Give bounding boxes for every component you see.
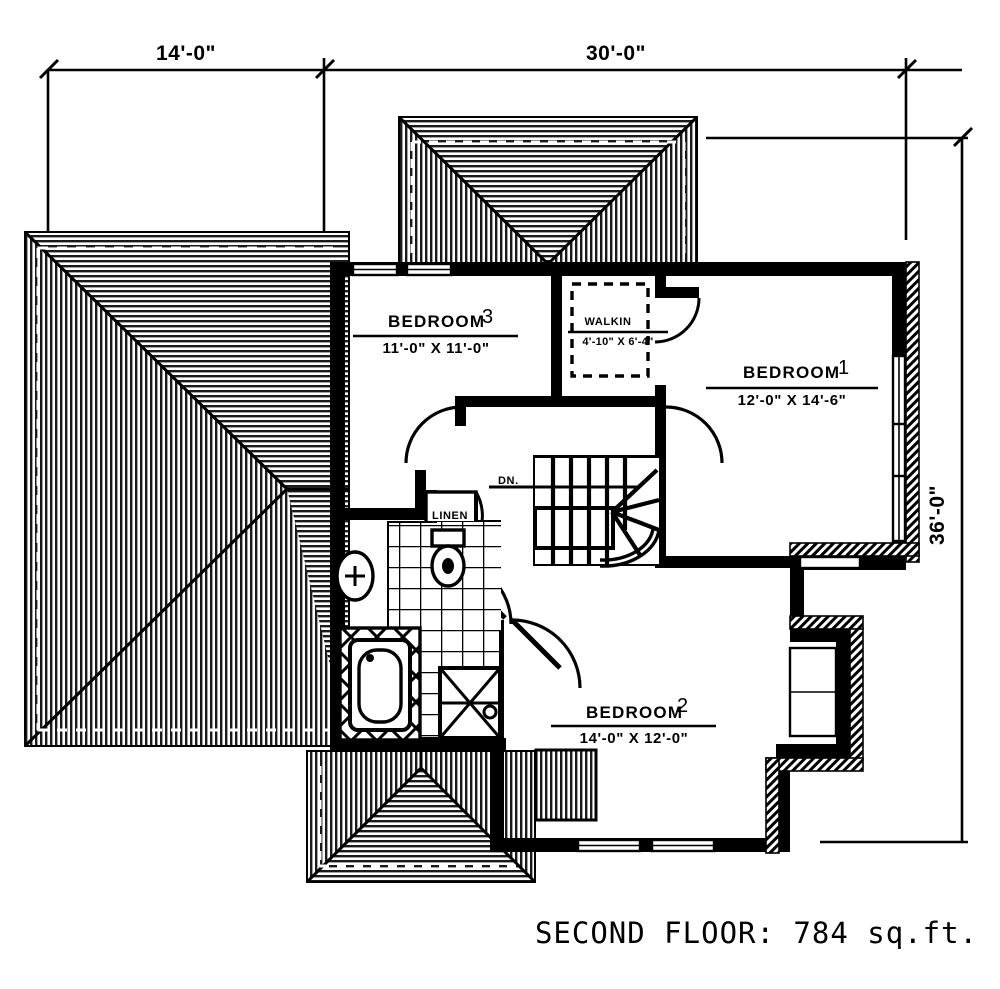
room-label-bedroom-1: BEDROOM 1 12'-0" X 14'-6" — [706, 357, 878, 409]
dimension-line-right — [706, 126, 974, 844]
floor-caption: SECOND FLOOR: 784 sq.ft. — [535, 916, 978, 950]
dimension-line-top — [38, 58, 962, 240]
dim-right-side: 36'-0" — [926, 485, 949, 545]
dim-top-left: 14'-0" — [156, 42, 216, 65]
bedroom-2-number: 2 — [677, 695, 688, 717]
walkin-name: WALKIN — [585, 316, 632, 328]
roof-bottom-right-wing — [534, 748, 598, 822]
roof-left-hip — [24, 231, 350, 747]
dim-top-right: 30'-0" — [586, 42, 646, 65]
corner-shower-fixture — [438, 666, 502, 740]
bedroom-3-number: 3 — [482, 306, 493, 328]
room-label-bedroom-3: BEDROOM 3 11'-0" X 11'-0" — [353, 306, 518, 357]
staircase — [489, 458, 661, 568]
windows — [351, 262, 907, 853]
toilet-fixture — [430, 528, 466, 588]
bedroom-2-size: 14'-0" X 12'-0" — [580, 730, 689, 747]
walkin-size: 4'-10" X 6'-4" — [582, 336, 653, 348]
bathroom — [335, 521, 502, 742]
bathtub-fixture — [338, 626, 422, 742]
bedroom-1-number: 1 — [838, 357, 849, 379]
exterior-cladding — [330, 261, 920, 854]
walkin-closet-opening — [654, 297, 701, 344]
bedroom-3-name: BEDROOM — [388, 312, 485, 331]
room-label-bedroom-2: BEDROOM 2 14'-0" X 12'-0" — [551, 695, 716, 747]
room-label-walkin: WALKIN 4'-10" X 6'-4" — [568, 316, 668, 348]
walkin-closet-shelving — [570, 282, 650, 378]
bedroom-2-name: BEDROOM — [586, 703, 683, 722]
roof-top-hip — [398, 116, 698, 264]
bedroom-1-name: BEDROOM — [743, 363, 840, 382]
stairs-down-label: DN. — [498, 475, 519, 487]
sink-fixture — [335, 550, 375, 602]
bedroom-3-size: 11'-0" X 11'-0" — [382, 340, 489, 357]
linen-label: LINEN — [432, 510, 468, 522]
bedroom-1-size: 12'-0" X 14'-6" — [738, 392, 847, 409]
